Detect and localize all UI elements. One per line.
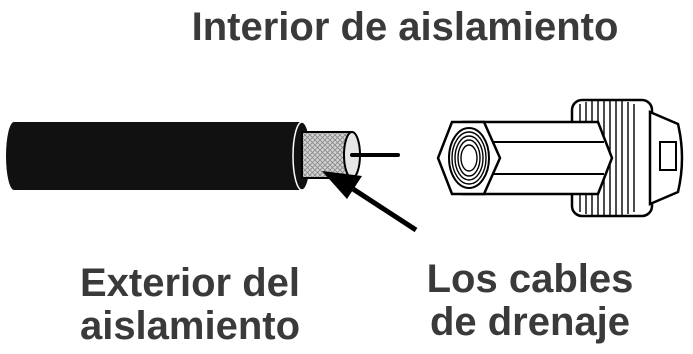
cable-jacket bbox=[6, 121, 312, 191]
drain-wires-label-line1: Los cables bbox=[426, 257, 634, 301]
outer-insulation-label: Exterior del aislamiento bbox=[40, 261, 340, 349]
outer-insulation-label-line1: Exterior del bbox=[79, 261, 301, 305]
outer-insulation-label-line2: aislamiento bbox=[79, 304, 301, 349]
bnc-connector bbox=[436, 98, 684, 218]
diagram-title: Interior de aislamiento bbox=[191, 5, 619, 49]
arrow-icon bbox=[322, 171, 418, 233]
drain-wires-label: Los cables de drenaje bbox=[380, 257, 680, 345]
drain-wires-label-line2: de drenaje bbox=[429, 300, 631, 345]
